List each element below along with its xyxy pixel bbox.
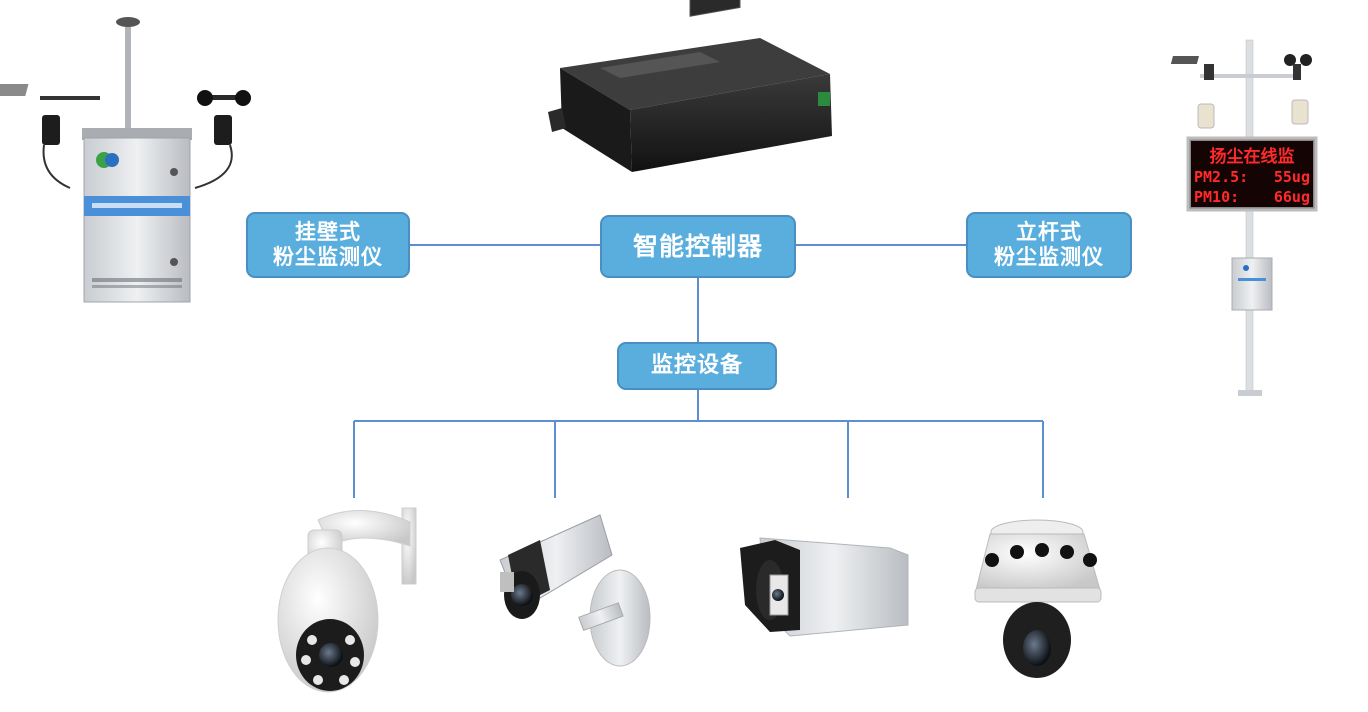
led-line-3-value: 66ug bbox=[1274, 188, 1310, 206]
bullet-camera-image bbox=[499, 514, 651, 667]
box-camera-image bbox=[740, 537, 909, 637]
speed-dome-camera-image bbox=[277, 507, 417, 693]
node-wall-line2: 粉尘监测仪 bbox=[273, 245, 383, 269]
node-wall-line1: 挂壁式 bbox=[295, 220, 361, 245]
wall-mounted-dust-monitor-image bbox=[0, 17, 251, 303]
node-monitoring-equipment: 监控设备 bbox=[617, 342, 777, 390]
node-pole-line2: 粉尘监测仪 bbox=[994, 245, 1104, 269]
pole-mounted-dust-monitor-image: 扬尘在线监 PM2.5: 55ug PM10: 66ug bbox=[1170, 39, 1318, 396]
led-line-3-label: PM10: bbox=[1194, 188, 1239, 206]
node-smart-controller: 智能控制器 bbox=[600, 215, 796, 278]
node-pole-mounted-monitor: 立杆式 粉尘监测仪 bbox=[966, 212, 1132, 278]
smart-controller-image bbox=[548, 0, 832, 172]
panoramic-dome-camera-image bbox=[974, 519, 1102, 678]
connectors bbox=[353, 244, 1044, 498]
node-wall-mounted-monitor: 挂壁式 粉尘监测仪 bbox=[246, 212, 410, 278]
node-pole-line1: 立杆式 bbox=[1016, 220, 1082, 245]
led-line-2-value: 55ug bbox=[1274, 168, 1310, 186]
led-line-1: 扬尘在线监 bbox=[1210, 146, 1295, 167]
led-line-2-label: PM2.5: bbox=[1194, 168, 1248, 186]
node-monitoring-label: 监控设备 bbox=[650, 353, 743, 379]
node-controller-label: 智能控制器 bbox=[632, 231, 763, 261]
